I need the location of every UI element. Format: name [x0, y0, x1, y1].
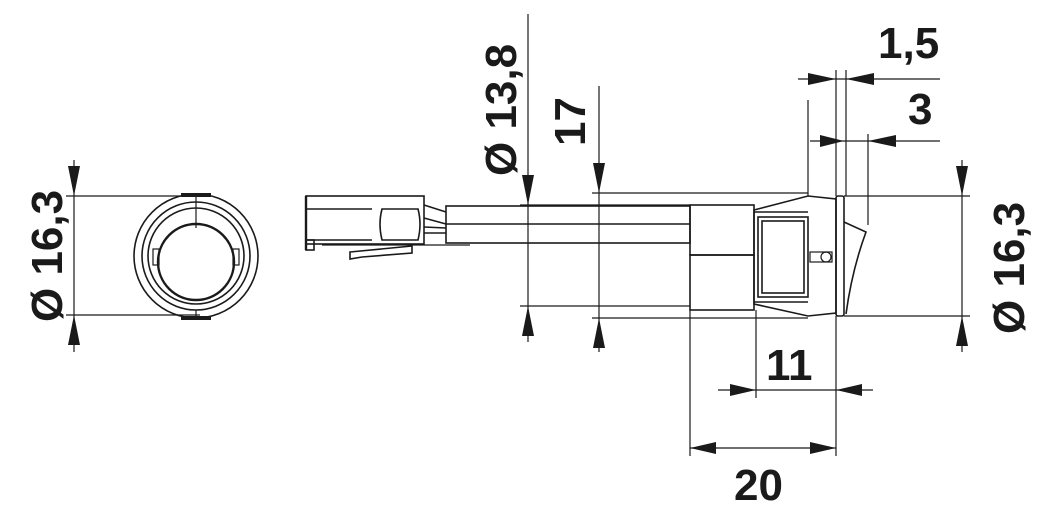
dim-overall-depth: 20: [734, 461, 783, 510]
arrow-right-icon: [810, 442, 836, 454]
arrow-left-icon: [868, 135, 896, 147]
dim-front-diameter: Ø 16,3: [23, 190, 72, 322]
arrow-up-icon: [522, 306, 534, 336]
arrow-down-icon: [68, 166, 80, 196]
arrow-right-icon: [730, 384, 756, 396]
arrow-up-icon: [68, 315, 80, 345]
arrow-right-icon: [808, 73, 836, 85]
arrow-up-icon: [956, 316, 968, 346]
dim-bezel-thickness: 1,5: [878, 19, 939, 68]
front-view: [66, 160, 259, 352]
arrow-up-icon: [593, 318, 605, 348]
arrow-left-icon: [690, 442, 716, 454]
arrow-down-icon: [593, 163, 605, 193]
arrow-down-icon: [522, 175, 534, 205]
arrow-left-icon: [836, 384, 862, 396]
dim-rocker-projection: 3: [908, 85, 932, 134]
arrow-left-icon: [846, 73, 874, 85]
arrow-right-icon: [820, 135, 844, 147]
dim-body-depth: 11: [766, 341, 813, 390]
dim-side-diameter: Ø 16,3: [985, 202, 1034, 334]
dim-mount-height: 17: [546, 97, 595, 146]
arrow-down-icon: [956, 166, 968, 196]
side-view: [304, 195, 868, 317]
dim-lead-diameter: Ø 13,8: [477, 44, 526, 176]
